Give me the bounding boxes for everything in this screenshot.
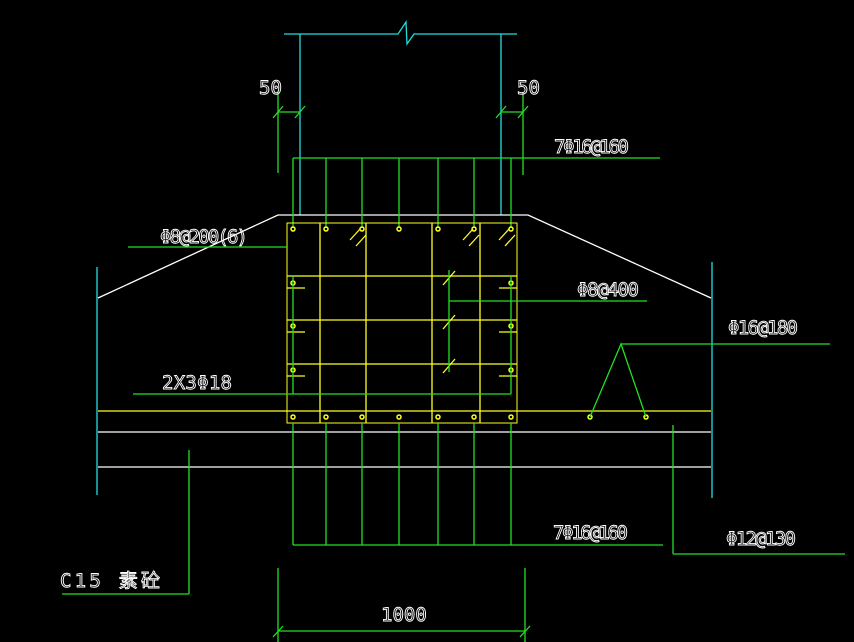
width-dimension-label: 1000 — [381, 604, 427, 626]
top-bars-label: 7Φ16@160 — [554, 136, 629, 158]
rebar-leaders — [62, 246, 845, 642]
dim-left-cover-label: 50 — [259, 77, 282, 99]
tie-bars-label: Φ8@400 — [577, 279, 639, 301]
chair-bars-label: Φ16@180 — [728, 317, 798, 339]
top-bars-leader — [292, 157, 660, 228]
dim-right-cover-label: 50 — [517, 77, 540, 99]
rebar-dots — [290, 226, 649, 420]
footing-outline — [97, 214, 712, 468]
concrete-label: C15 素砼 — [60, 570, 160, 592]
stirrup-label: Φ8@200(6) — [160, 226, 248, 248]
footing-side-lines — [96, 262, 713, 498]
cover-dimension-lines — [272, 92, 529, 175]
bottom-bars-label: 7Φ16@160 — [553, 522, 628, 544]
column-outline — [284, 19, 517, 215]
slab-bottom-bars-label: Φ12@130 — [726, 528, 796, 550]
side-bars-label: 2X3Φ18 — [162, 372, 232, 394]
